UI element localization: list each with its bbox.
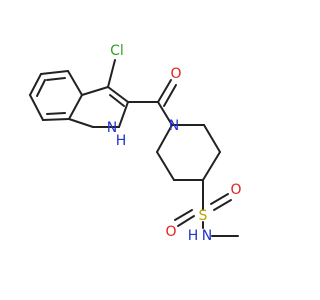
- atom-n-piperidine: N: [169, 118, 179, 134]
- carbonyl-n-bond: [157, 101, 173, 126]
- atom-n-sulfonamide: N: [202, 228, 212, 244]
- pyrrole-ring: [68, 86, 129, 128]
- piperidine-ring: [156, 124, 221, 181]
- atom-s: S: [199, 208, 208, 224]
- atom-h-sulfonamide: H: [188, 228, 199, 244]
- benzene-ring: [29, 70, 83, 121]
- atom-n-indole: N: [107, 120, 117, 136]
- structure-diagram: Cl N H O N S O O N H: [29, 43, 242, 244]
- c-cl-bond: [107, 59, 116, 88]
- carbonyl-double-bond: [157, 79, 172, 103]
- atom-o-carbonyl: O: [170, 66, 181, 82]
- molecule-canvas: Cl N H O N S O O N H: [29, 43, 242, 244]
- atom-h-indole: H: [116, 133, 127, 149]
- s-o-bond-right: [210, 193, 229, 205]
- atom-o-sulfonyl-left: O: [165, 224, 176, 240]
- s-o-bond-left: [177, 215, 195, 227]
- atom-o-sulfonyl-right: O: [230, 182, 241, 198]
- atom-cl: Cl: [110, 43, 124, 59]
